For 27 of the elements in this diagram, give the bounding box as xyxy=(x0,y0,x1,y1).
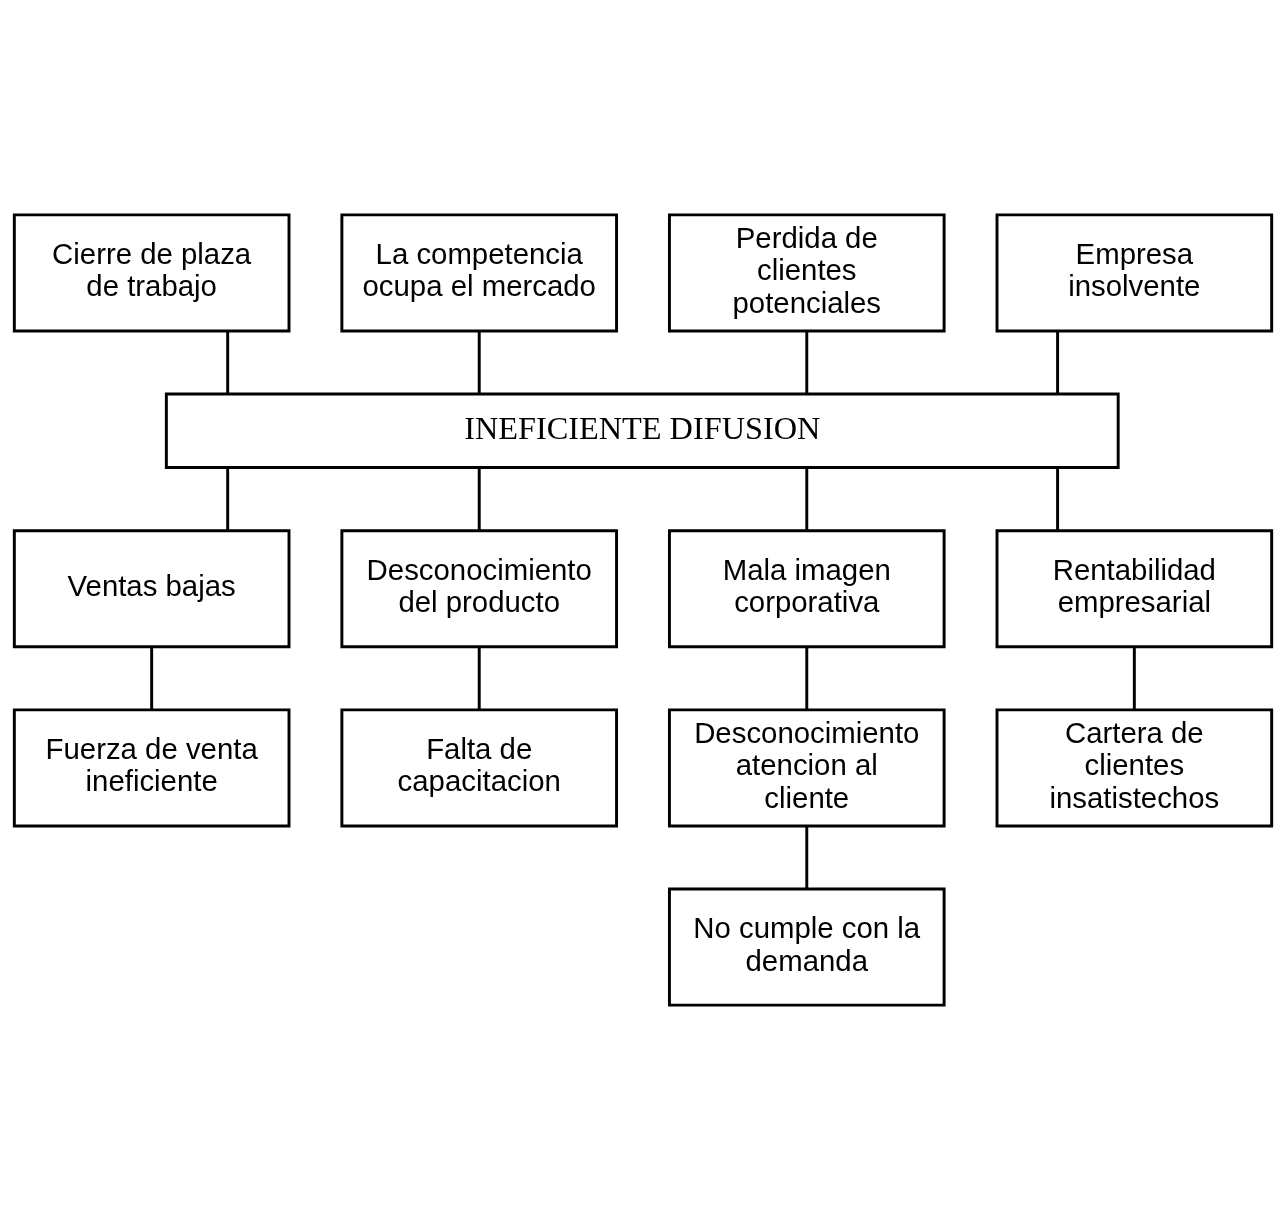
node-box: INEFICIENTE DIFUSION xyxy=(164,392,1120,469)
connector xyxy=(805,826,809,889)
node-box: Perdida de clientes potenciales xyxy=(667,213,946,333)
connector xyxy=(805,331,809,394)
node-box: Rentabilidad empresarial xyxy=(995,529,1274,649)
node-box: Desconocimiento del producto xyxy=(340,529,619,649)
connector xyxy=(1056,331,1060,394)
connector xyxy=(805,646,809,710)
connector xyxy=(150,646,154,710)
node-box: Cierre de plaza de trabajo xyxy=(12,213,291,333)
connector xyxy=(477,646,481,710)
node-box: Cartera de clientes insatistechos xyxy=(995,708,1274,828)
node-box: Falta de capacitacion xyxy=(340,708,619,828)
connector xyxy=(805,467,809,531)
connector xyxy=(226,467,230,531)
node-box: Mala imagen corporativa xyxy=(667,529,946,649)
node-box: Empresa insolvente xyxy=(995,213,1274,333)
connector xyxy=(477,467,481,531)
connector xyxy=(1132,646,1136,710)
connector xyxy=(1056,467,1060,531)
node-box: La competencia ocupa el mercado xyxy=(340,213,619,333)
node-box: Ventas bajas xyxy=(12,529,291,649)
node-box: No cumple con la demanda xyxy=(667,887,946,1007)
node-box: Fuerza de venta ineficiente xyxy=(12,708,291,828)
connector xyxy=(477,331,481,394)
node-box: Desconocimiento atencion al cliente xyxy=(667,708,946,828)
connector xyxy=(226,331,230,394)
